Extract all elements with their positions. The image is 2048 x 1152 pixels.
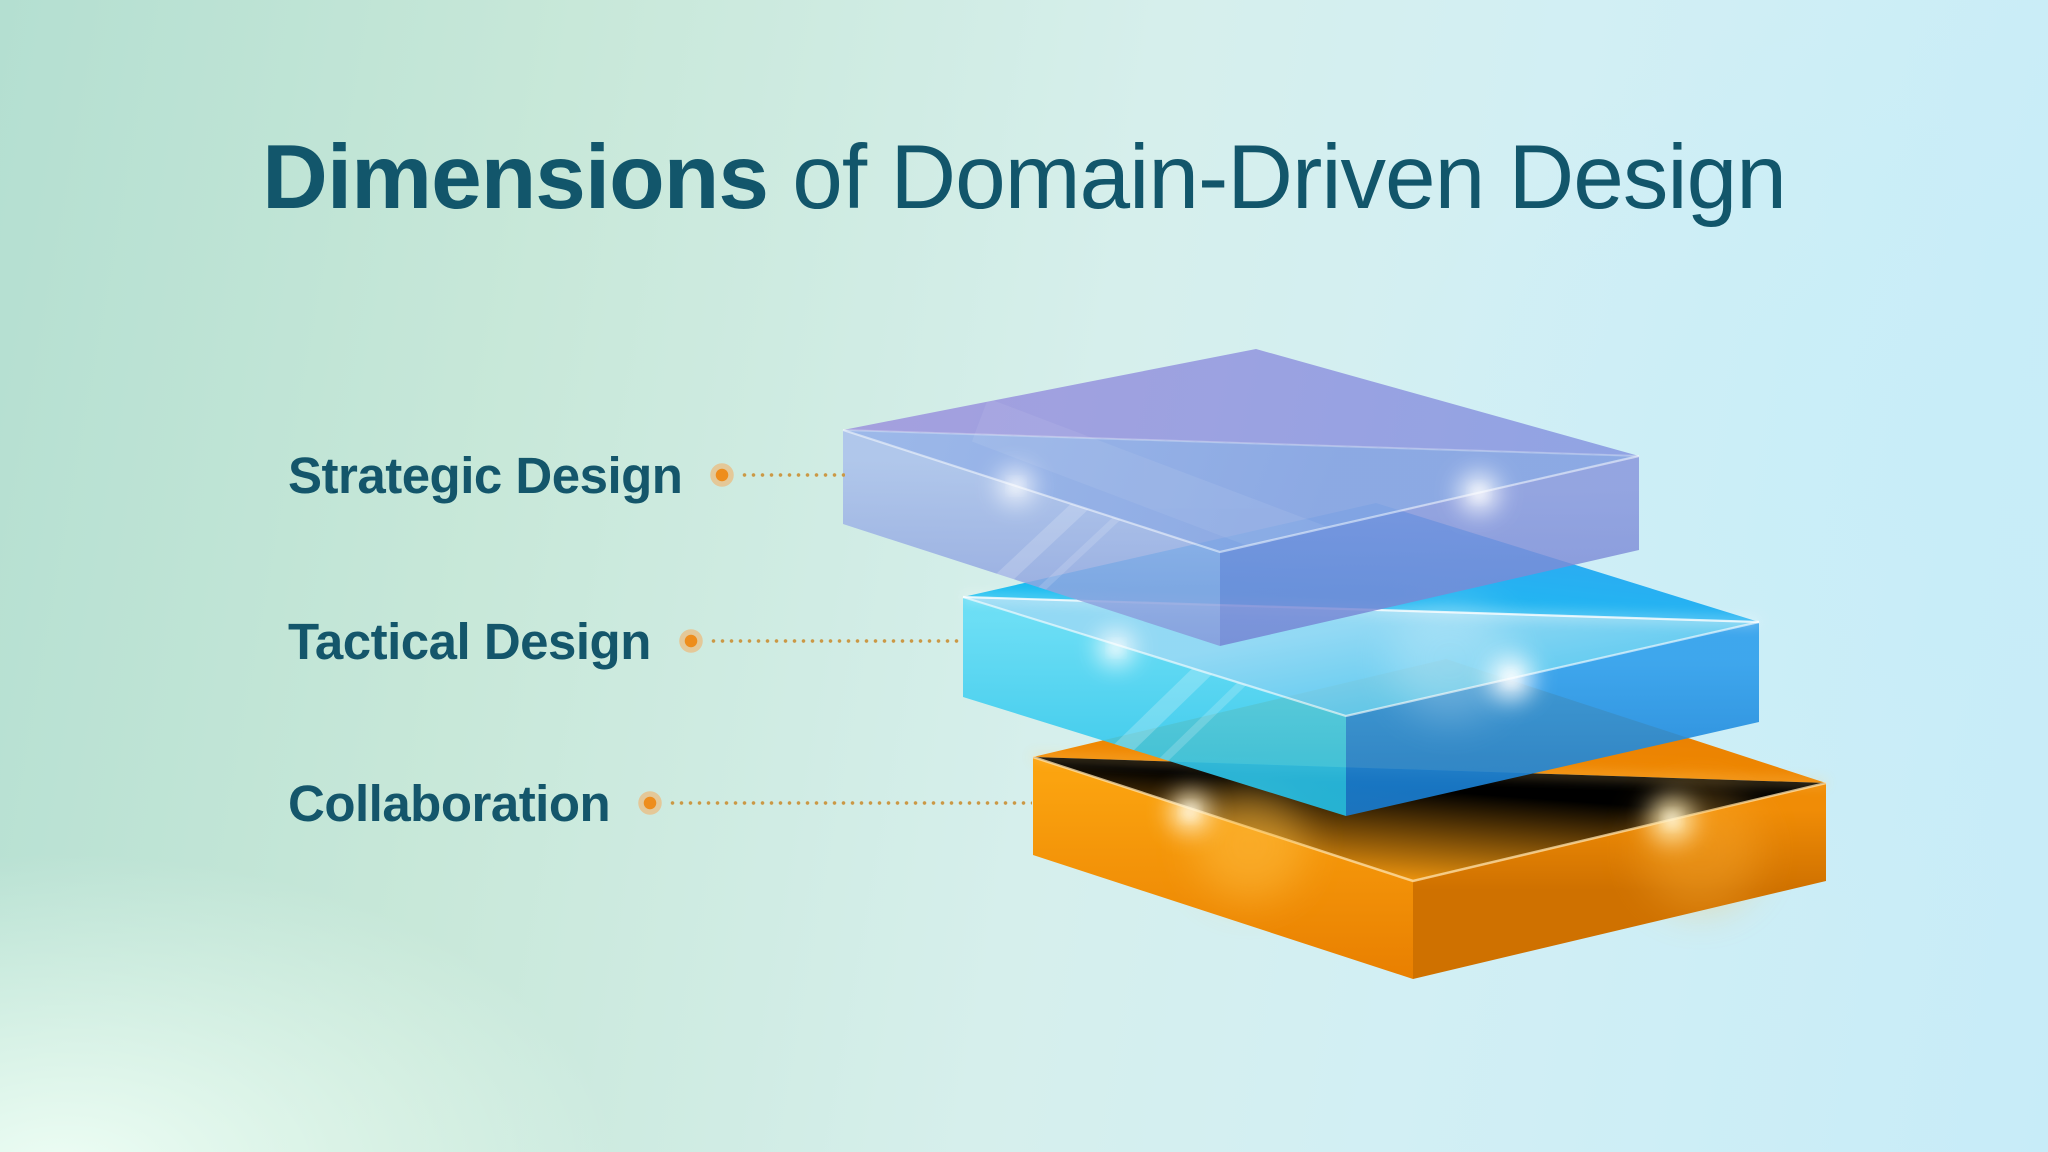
title-rest: of Domain-Driven Design (767, 127, 1787, 228)
row-tactical-design: Tactical Design (288, 608, 963, 674)
dotted-connector-line (668, 799, 1032, 807)
tactical-left-face (963, 597, 1346, 816)
title-highlight: Dimensions (262, 127, 769, 228)
strategic-top-face-back (843, 349, 1639, 456)
row-strategic-design: Strategic Design (288, 442, 845, 508)
strategic-layer (842, 349, 1640, 646)
tactical-right-face (1346, 622, 1759, 816)
strategic-top-face-front (843, 430, 1639, 552)
strategic-left-face (843, 430, 1220, 646)
dotted-connector-line (708, 637, 963, 645)
connector-dot-icon (638, 791, 663, 815)
strategic-right-face (1220, 456, 1639, 646)
connector-dot-icon (710, 463, 735, 487)
connector-dot-icon (678, 629, 703, 653)
label-collaboration: Collaboration (288, 774, 611, 832)
label-strategic-design: Strategic Design (288, 446, 683, 504)
collaboration-top-face-front (1033, 757, 1826, 881)
label-tactical-design: Tactical Design (288, 612, 651, 670)
row-collaboration: Collaboration (288, 770, 1032, 836)
dotted-connector-line (740, 471, 845, 479)
page-title: Dimensions of Domain-Driven Design (0, 127, 2048, 228)
